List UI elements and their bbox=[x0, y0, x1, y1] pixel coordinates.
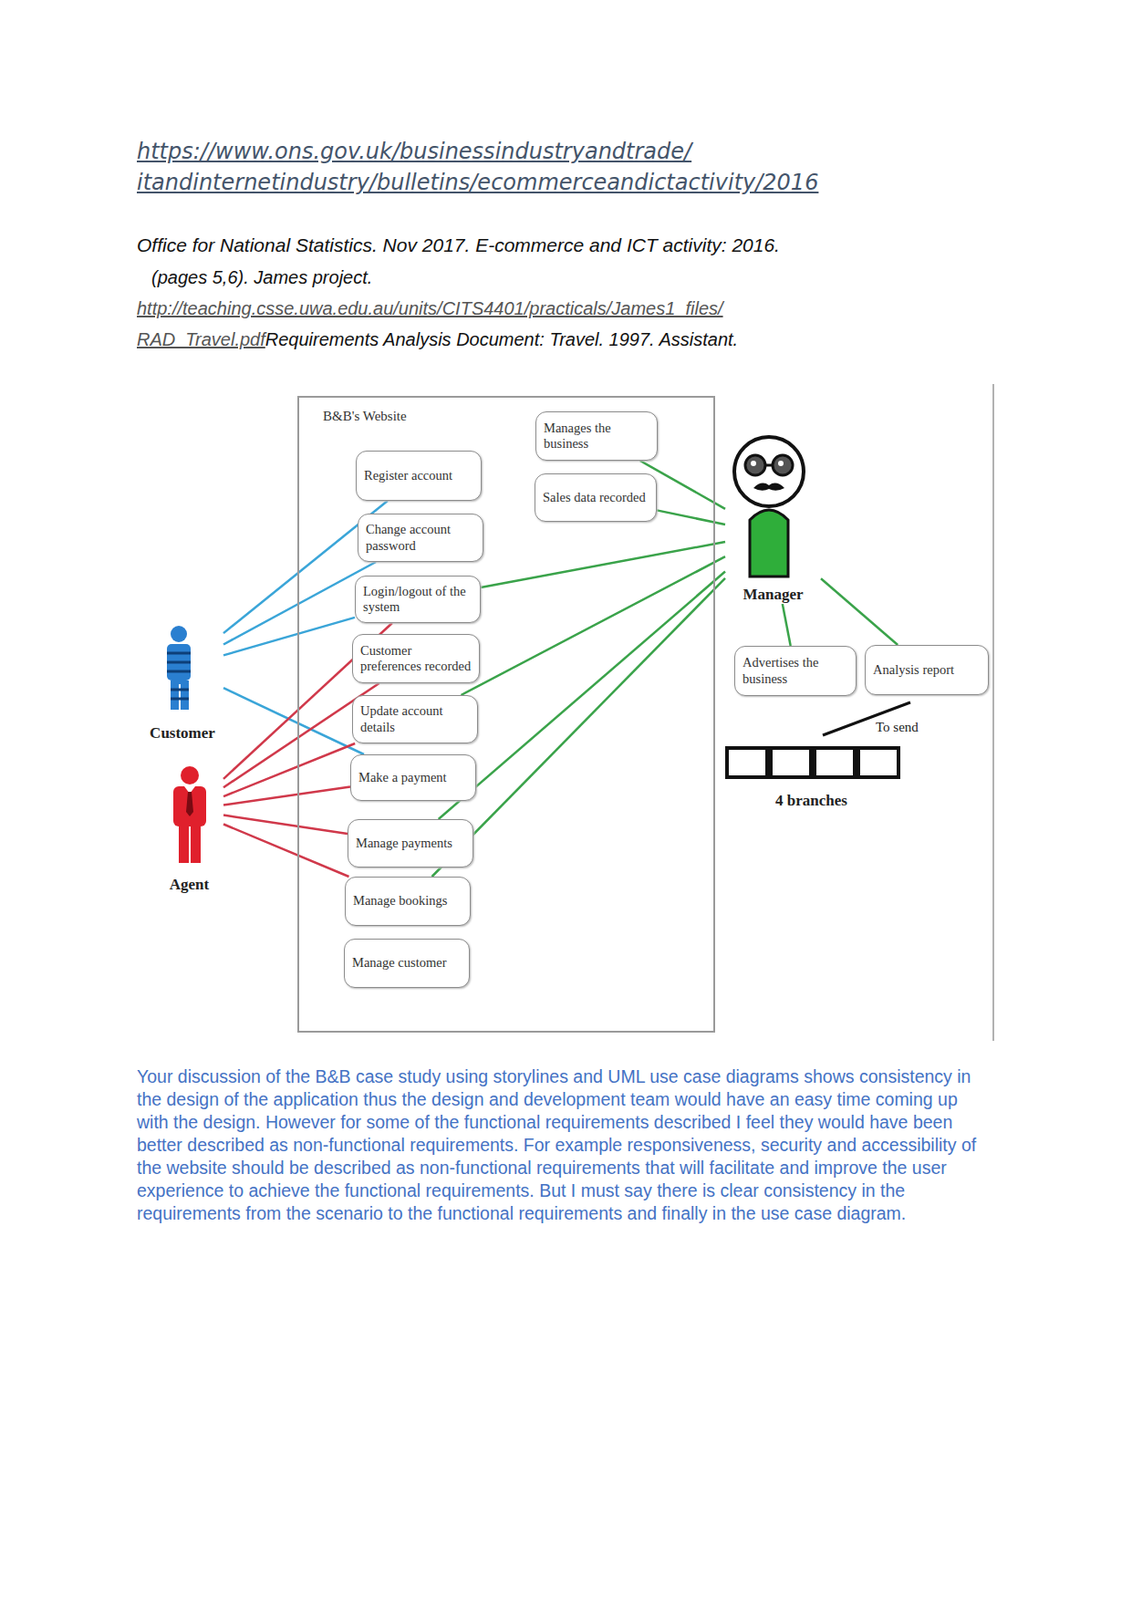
reference-text: (pages 5,6). James project. bbox=[151, 267, 373, 288]
use-case-label: Make a payment bbox=[358, 769, 447, 786]
use-case: Change account password bbox=[357, 513, 484, 562]
reference-url-holder: https://www.ons.gov.uk/businessindustrya… bbox=[136, 138, 692, 165]
use-case: Analysis report bbox=[864, 644, 989, 696]
association-line bbox=[223, 561, 376, 645]
use-case-label: Manage bookings bbox=[353, 893, 448, 909]
use-case: Make a payment bbox=[350, 754, 477, 801]
use-case: Register account bbox=[355, 450, 482, 501]
reference-url: http://teaching.csse.uwa.edu.au/units/CI… bbox=[136, 298, 724, 319]
use-case: Advertises the business bbox=[734, 645, 857, 696]
association-line bbox=[438, 571, 726, 821]
use-case: Manages the business bbox=[535, 411, 658, 461]
branch-boxes bbox=[726, 747, 899, 778]
use-case-label: Register account bbox=[363, 467, 453, 484]
use-case: Manage payments bbox=[347, 819, 474, 868]
manager-figure bbox=[734, 436, 804, 577]
reference-url-holder: http://teaching.csse.uwa.edu.au/units/CI… bbox=[136, 298, 724, 320]
use-case-label: Manage payments bbox=[355, 835, 453, 852]
branches-label: 4 branches bbox=[775, 791, 848, 810]
divider-line bbox=[992, 384, 995, 1041]
use-case: Sales data recorded bbox=[534, 473, 657, 522]
discussion-paragraph: Your discussion of the B&B case study us… bbox=[136, 1065, 981, 1226]
actor-name: Agent bbox=[167, 875, 211, 894]
association-line bbox=[782, 603, 791, 646]
use-case-label: Manages the business bbox=[543, 420, 650, 453]
reference-url: RAD_Travel.pdf bbox=[136, 329, 266, 350]
reference-line: RAD_Travel.pdfRequirements Analysis Docu… bbox=[136, 329, 738, 351]
send-label-holder: To send bbox=[875, 718, 919, 736]
system-boundary: B&B's WebsiteManages the businessSales d… bbox=[297, 395, 716, 1033]
actor: Customer bbox=[141, 622, 224, 743]
use-case: Login/logout of the system bbox=[354, 575, 481, 624]
reference-text-holder: Office for National Statistics. Nov 2017… bbox=[136, 234, 780, 257]
use-case-label: Advertises the business bbox=[742, 654, 849, 687]
use-case-label: Login/logout of the system bbox=[363, 583, 473, 616]
use-case-label: Analysis report bbox=[872, 662, 955, 678]
reference-url: itandinternetindustry/bulletins/ecommerc… bbox=[136, 169, 819, 196]
reference-url: https://www.ons.gov.uk/businessindustrya… bbox=[136, 138, 692, 165]
actor-name: Manager bbox=[740, 585, 805, 604]
reference-text: Requirements Analysis Document: Travel. … bbox=[265, 329, 738, 350]
use-case-label: Customer preferences recorded bbox=[360, 643, 472, 676]
agent-figure bbox=[173, 766, 207, 863]
branches-label-holder: 4 branches bbox=[775, 791, 848, 811]
customer-figure bbox=[166, 625, 191, 710]
association-line bbox=[223, 687, 364, 755]
association-line bbox=[461, 556, 727, 696]
association-line bbox=[223, 824, 350, 878]
association-line bbox=[480, 541, 726, 588]
discussion-paragraph-holder: Your discussion of the B&B case study us… bbox=[136, 1065, 981, 1226]
use-case-label: Sales data recorded bbox=[542, 489, 646, 506]
send-label: To send bbox=[875, 719, 919, 735]
system-name: B&B's Website bbox=[322, 408, 407, 425]
use-case: Customer preferences recorded bbox=[352, 633, 480, 684]
actor: Manager bbox=[725, 446, 821, 604]
actor: Agent bbox=[155, 761, 224, 894]
reference-url-holder: itandinternetindustry/bulletins/ecommerc… bbox=[136, 169, 819, 196]
association-line bbox=[223, 617, 355, 656]
association-line bbox=[223, 787, 351, 806]
use-case: Manage bookings bbox=[344, 876, 471, 926]
reference-text: Office for National Statistics. Nov 2017… bbox=[136, 234, 780, 256]
use-case-label: Change account password bbox=[365, 521, 476, 554]
use-case-label: Update account details bbox=[360, 703, 470, 736]
actor-name: Customer bbox=[147, 724, 218, 743]
use-case: Manage customer bbox=[343, 938, 470, 988]
use-case: Update account details bbox=[352, 695, 478, 744]
use-case-label: Manage customer bbox=[352, 955, 447, 971]
reference-text-holder: (pages 5,6). James project. bbox=[151, 267, 373, 289]
association-line bbox=[820, 578, 898, 645]
